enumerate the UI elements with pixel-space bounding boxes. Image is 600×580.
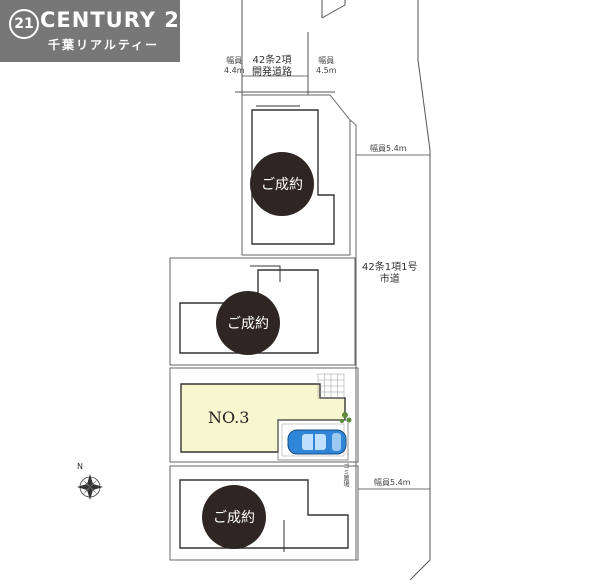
dev-road-width-right: 幅員 4.5m (316, 56, 337, 75)
logo-subtitle: 千葉リアルティー (48, 38, 160, 52)
city-road-name: 42条1項1号 市道 (362, 262, 418, 285)
sold-badge-lot-4: ご成約 (202, 485, 266, 549)
lot-number-label: NO.3 (208, 408, 250, 427)
compass-north-label: N (77, 462, 83, 471)
city-road (409, 0, 431, 580)
city-road-width-bottom: 幅員5.4m (374, 478, 411, 487)
parcel-boundaries (169, 94, 359, 561)
sold-badge-lot-2: ご成約 (216, 291, 280, 355)
sold-badge-lot-1: ご成約 (250, 152, 314, 216)
dev-road-name: 42条2項 開発道路 (252, 55, 292, 78)
shrubs (340, 412, 352, 423)
parking-bay (277, 419, 349, 461)
car-icon (287, 429, 347, 455)
logo-brand: CENTURY 21 (40, 8, 196, 32)
lot-3 (180, 373, 352, 461)
city-road-width-top: 幅員5.4m (370, 144, 407, 153)
garbage-station-label: ゴミ置場 (342, 463, 349, 487)
dev-road-width-left: 幅員 4.4m (224, 56, 245, 75)
development-road (235, 0, 346, 95)
width-dimensions (242, 75, 430, 490)
tiled-approach (317, 373, 345, 399)
logo-mark: 21 (9, 9, 39, 39)
compass-icon (77, 474, 103, 500)
century21-logo: 21 CENTURY 21 千葉リアルティー (0, 0, 194, 62)
